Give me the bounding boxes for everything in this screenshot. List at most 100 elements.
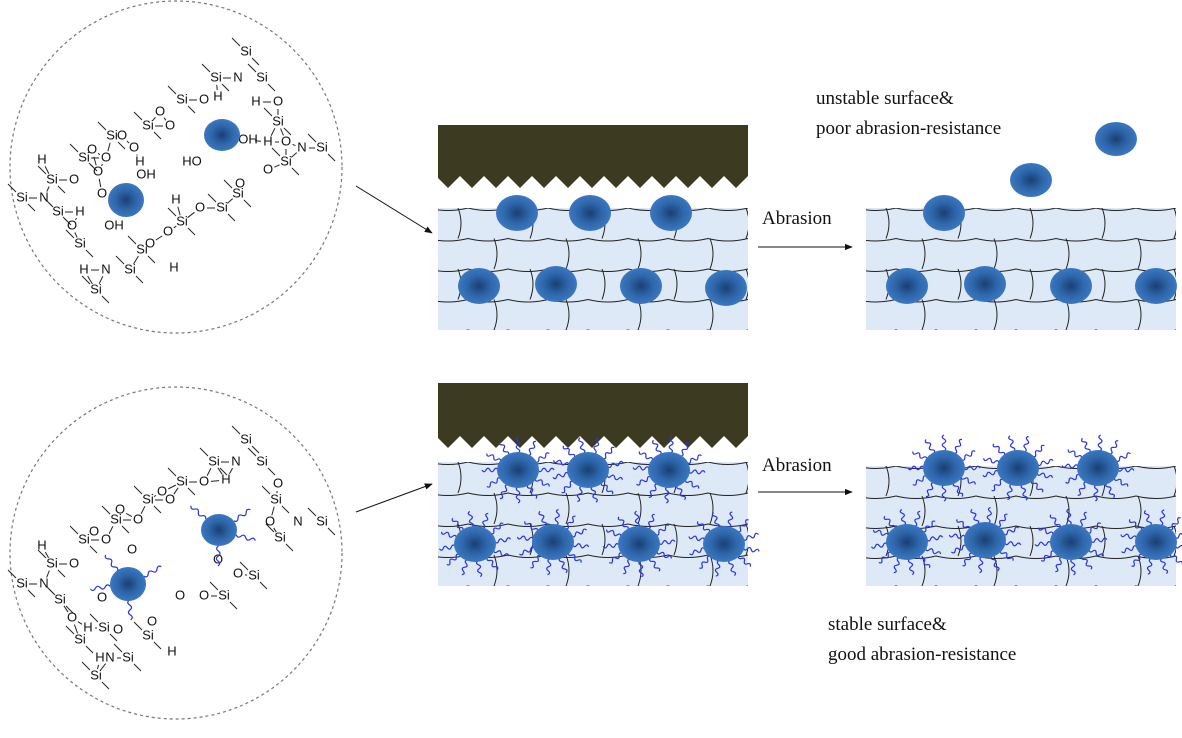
bottom-before-chain: [467, 510, 475, 528]
bottom-chem-atom-13: Si: [110, 511, 122, 526]
bottom-after-chain: [1070, 558, 1076, 576]
bottom-chem-atom-33: O: [175, 587, 185, 602]
top-before-panel: [438, 125, 748, 330]
bottom-chem-atom-32: O: [97, 589, 107, 604]
bottom-before-chain: [516, 535, 534, 541]
bottom-after-chain: [1038, 527, 1054, 535]
bottom-chem-atom-15: O: [265, 513, 275, 528]
mesh-warp: [1173, 208, 1176, 239]
bottom-after-chain: [1113, 477, 1129, 487]
bottom-chem-atom-41: Si: [142, 627, 154, 642]
top-chem-methyl: [65, 229, 75, 239]
bottom-before-chain: [519, 546, 535, 556]
top-after-matrix: [866, 208, 1176, 330]
bottom-before-chain: [534, 478, 550, 487]
bottom-after-chain: [1160, 557, 1169, 575]
mesh-warp: [1173, 525, 1176, 557]
top-chem-atom-32: O: [69, 171, 79, 186]
bottom-after-chain: [1023, 435, 1030, 453]
bottom-chem-atom-44: H: [95, 649, 104, 664]
bottom-before-chain: [638, 451, 654, 461]
top-chem-atom-28: O: [93, 163, 103, 178]
bottom-after-chain: [1055, 556, 1063, 573]
bottom-chem-atom-10: O: [165, 491, 175, 506]
mesh-warp: [1029, 525, 1034, 557]
top-chem-atom-43: Si: [176, 213, 188, 228]
bottom-before-chain: [451, 517, 464, 531]
bottom-before-chain: [537, 467, 555, 473]
bottom-before-chain: [527, 440, 537, 456]
top-chem-atom-46: O: [163, 223, 173, 238]
bottom-before-panel: [438, 383, 760, 586]
bottom-before-chain: [737, 519, 749, 533]
bottom-before-chain: [481, 467, 499, 473]
top-chem-atom-20: Si: [316, 139, 328, 154]
top-zoom-particle-1: [204, 119, 240, 151]
top-chem-atom-30: O: [263, 161, 273, 176]
top-chem-bond: [126, 140, 130, 144]
bottom-after-chain: [948, 533, 966, 539]
bottom-before-chain: [636, 475, 652, 486]
top-chem-atom-5: Si: [176, 91, 188, 106]
zoom-chain: [215, 545, 221, 567]
top-chem-methyl: [167, 85, 177, 95]
bottom-before-chain: [538, 510, 548, 527]
bottom-chem-bond: [273, 527, 277, 533]
bottom-after-chain: [1143, 509, 1152, 527]
bottom-after-chain: [961, 450, 976, 461]
bottom-after-chain: [899, 508, 907, 526]
bottom-zoom-chains: [89, 505, 256, 621]
mesh-warp: [1065, 495, 1070, 527]
bottom-after-chain: [997, 513, 1008, 528]
mesh-warp: [885, 208, 890, 239]
bottom-before-chain: [689, 547, 706, 556]
mesh-warp: [1137, 495, 1142, 527]
bottom-chem-methyl: [7, 569, 17, 579]
mesh-warp: [745, 208, 748, 239]
mesh-warp: [565, 238, 570, 270]
bottom-chem-atom-12: O: [115, 501, 125, 516]
top-chem-atom-53: H: [169, 259, 178, 274]
top-chem-atom-14: Si: [106, 127, 118, 142]
bottom-chem-methyl: [281, 505, 290, 514]
top-chem-atom-49: Si: [136, 241, 148, 256]
top-chem-methyl: [147, 255, 156, 264]
bottom-before-chain: [578, 437, 586, 454]
bottom-chem-bond: [97, 664, 99, 670]
bottom-after-chain: [907, 465, 925, 471]
bottom-chem-bond: [271, 506, 275, 516]
bottom-chem-bond: [44, 551, 50, 559]
bottom-after-chain: [924, 439, 936, 454]
bottom-after-chain: [952, 482, 964, 497]
bottom-after-chain: [956, 519, 971, 530]
mesh-warp: [637, 492, 642, 525]
mesh-warp: [493, 299, 498, 330]
top-chem-bond: [292, 143, 296, 147]
bottom-chem-atom-18: O: [89, 523, 99, 538]
mesh-warp: [709, 299, 714, 330]
bottom-chem-atom-19: Si: [78, 531, 90, 546]
bottom-chem-bonds: [7, 425, 336, 690]
bottom-chem-atom-26: O: [213, 551, 223, 566]
top-before-particle-6: [705, 270, 747, 306]
top-chem-atom-17: H: [263, 133, 272, 148]
mesh-warp: [1029, 208, 1034, 239]
top-chem-methyl: [227, 213, 236, 222]
top-chem-atom-8: O: [273, 93, 283, 108]
bottom-after-chain: [1040, 550, 1055, 562]
top-chem-methyl: [27, 203, 36, 212]
top-before-particle-5: [620, 268, 662, 304]
mesh-warp: [745, 268, 748, 300]
bottom-after-chain: [1079, 511, 1087, 528]
top-chem-bond: [163, 117, 167, 121]
bottom-after-chain: [1003, 526, 1019, 536]
top-after-particle-1: [886, 268, 928, 304]
bottom-chem-methyl: [27, 589, 36, 598]
bottom-after-chain: [1080, 437, 1091, 454]
bottom-after-chain: [1174, 544, 1182, 549]
bottom-after-chain: [962, 552, 973, 567]
top-chem-methyl: [153, 131, 162, 140]
bottom-after-chain: [978, 556, 984, 574]
